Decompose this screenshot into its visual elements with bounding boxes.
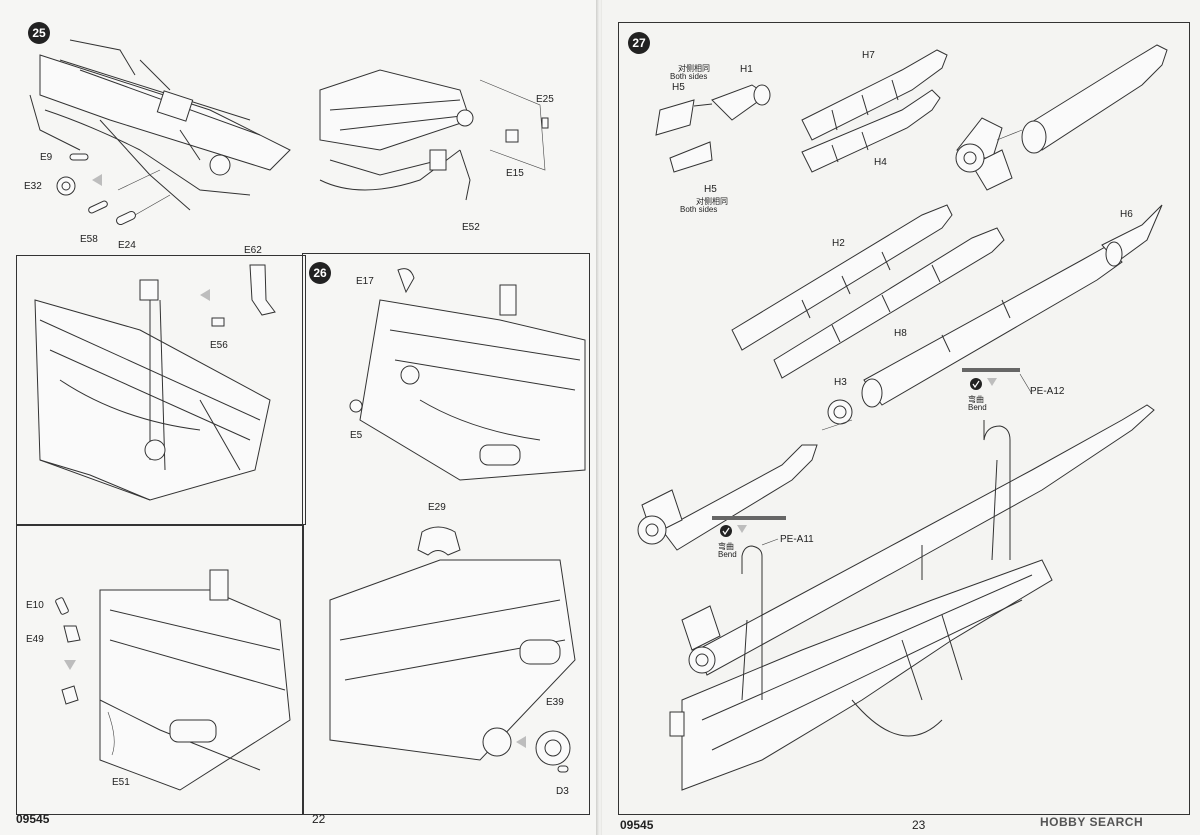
part-label: E52 xyxy=(462,222,480,233)
step26-frame-lower xyxy=(16,525,304,815)
step25-chassis-lower xyxy=(34,264,276,501)
h3-lower-missile xyxy=(637,399,853,551)
part-label: H2 xyxy=(832,238,845,249)
bend-en: Bend xyxy=(968,403,987,412)
part-label: H7 xyxy=(862,50,875,61)
both-sides-en: Both sides xyxy=(670,72,708,81)
part-label: H6 xyxy=(1120,209,1133,220)
left-page: 25 xyxy=(0,0,598,835)
part-label: E25 xyxy=(536,94,554,105)
part-label: PE-A11 xyxy=(780,534,814,545)
h5-h1-group xyxy=(655,84,771,173)
step-27-badge: 27 xyxy=(628,32,650,54)
bend-icon xyxy=(720,525,747,537)
step-26-badge: 26 xyxy=(309,262,331,284)
bend-cn: 弯曲 xyxy=(968,395,984,404)
page-number: 22 xyxy=(312,812,326,826)
middle-missile xyxy=(861,204,1163,408)
part-label: H8 xyxy=(894,328,907,339)
bend-cn: 弯曲 xyxy=(718,542,734,551)
part-label: E58 xyxy=(80,234,98,245)
part-label: H3 xyxy=(834,377,847,388)
step-25-badge: 25 xyxy=(28,22,50,44)
right-page: 27 xyxy=(602,0,1200,835)
pe-wires xyxy=(712,368,1020,700)
step26-frame xyxy=(302,253,590,815)
launcher-assembly xyxy=(669,404,1155,791)
part-label: E5 xyxy=(350,430,363,441)
part-label: D3 xyxy=(556,786,569,797)
h7-h4-group xyxy=(801,49,948,173)
step25-frame-lower xyxy=(16,255,306,525)
h2-h8-group xyxy=(731,204,1005,379)
part-label: E9 xyxy=(40,152,53,163)
part-label: E51 xyxy=(112,777,130,788)
right-page-drawings xyxy=(637,44,1168,791)
part-label: E56 xyxy=(210,340,228,351)
page-number: 23 xyxy=(912,818,926,832)
part-label: E29 xyxy=(428,502,446,513)
part-label: E49 xyxy=(26,634,44,645)
part-label: E17 xyxy=(356,276,374,287)
part-label: E24 xyxy=(118,240,136,251)
product-code: 09545 xyxy=(620,818,654,832)
step26-lower-left xyxy=(55,569,291,791)
part-label: E62 xyxy=(244,245,262,256)
bend-icon xyxy=(970,378,997,390)
bend-en: Bend xyxy=(718,550,737,559)
part-label: E15 xyxy=(506,168,524,179)
part-label: PE-A12 xyxy=(1030,386,1065,397)
part-label: H4 xyxy=(874,157,887,168)
step27-frame xyxy=(618,22,1190,815)
step26-lower-right xyxy=(329,526,576,773)
top-missile-stage xyxy=(955,44,1168,191)
product-code: 09545 xyxy=(16,812,50,826)
left-page-drawings xyxy=(29,39,586,791)
both-sides-cn: 对侧相同 xyxy=(678,64,710,73)
watermark: HOBBY SEARCH xyxy=(1040,815,1144,829)
part-label: E32 xyxy=(24,181,42,192)
step26-drawing xyxy=(349,268,586,481)
step25-exploded-parts xyxy=(56,153,171,226)
page-gutter xyxy=(596,0,604,835)
step25-chassis-top-right xyxy=(319,69,549,201)
part-label: H1 xyxy=(740,64,753,75)
part-label: H5 xyxy=(704,184,717,195)
both-sides-cn: 对侧相同 xyxy=(696,197,728,206)
part-label: H5 xyxy=(672,82,685,93)
part-label: E10 xyxy=(26,600,44,611)
both-sides-en: Both sides xyxy=(680,205,718,214)
part-label: E39 xyxy=(546,697,564,708)
